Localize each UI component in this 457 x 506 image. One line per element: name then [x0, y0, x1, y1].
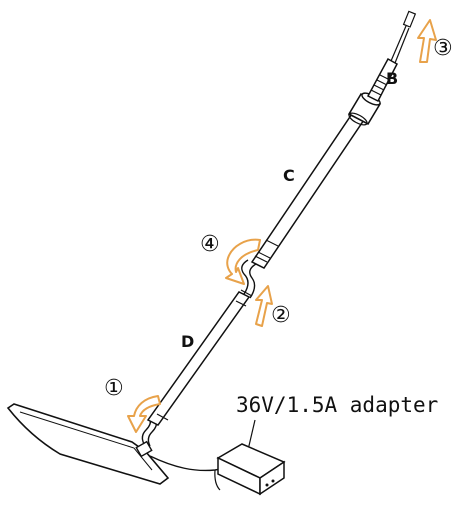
step3-label: ③ [433, 36, 453, 61]
pole-section-c [250, 101, 374, 269]
adapter-label: 36V/1.5A adapter [236, 393, 438, 417]
joint-connector [240, 259, 257, 299]
step2-label: ② [271, 303, 291, 328]
arrow-step2-icon [255, 285, 273, 327]
pole-collar [347, 92, 382, 126]
arrow-step3-icon [417, 19, 437, 63]
arrow-step4-icon [225, 238, 261, 285]
label-part-c: C [283, 166, 295, 185]
adapter-box [216, 443, 286, 496]
pole-section-b [366, 57, 398, 103]
pole-section-d [141, 291, 251, 447]
tip-wire [390, 10, 417, 64]
label-part-d: D [181, 332, 194, 351]
step4-label: ④ [200, 232, 220, 257]
label-part-b: B [386, 69, 398, 88]
arrow-step1-icon [127, 395, 161, 433]
step1-label: ① [104, 376, 124, 401]
base-plate [6, 403, 170, 485]
